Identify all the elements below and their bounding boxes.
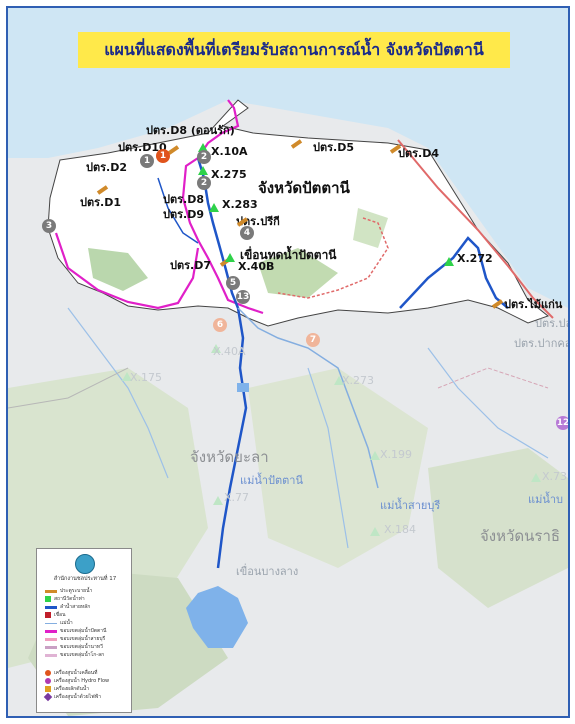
dam-label-banglang: เขื่อนบางลาง [236,565,299,578]
station-label-x77: X.77 [224,491,250,504]
gate-label-d5: ปตร.D5 [313,141,354,154]
station-triangle-icon [213,496,223,505]
gate-label-d4: ปตร.D4 [398,147,439,160]
station-triangle-icon [370,527,380,536]
river-label-pattani: แม่น้ำปัตตานี [240,474,304,487]
marker-badge-13: 13 [236,290,250,304]
station-triangle-icon [198,166,208,175]
gate-label-mai-kaen: ปตร.ไม้แก่น [504,298,563,311]
rid-logo-icon [75,554,95,574]
station-label-x273: X.273 [342,374,375,387]
marker-badge-1-grey: 1 [140,154,154,168]
marker-badge-4: 4 [240,226,254,240]
marker-badge-3: 3 [42,219,56,233]
province-label-narathiwat: จังหวัดนราธิ [480,527,561,545]
legend-item: เครื่องสูบน้ำเคลื่อนที่ [54,670,98,676]
province-label-pattani: จังหวัดปัตตานี [258,179,350,197]
map-title: แผนที่แสดงพื้นที่เตรียมรับสถานการณ์น้ำ จ… [78,32,510,68]
station-triangle-icon [225,253,235,262]
station-triangle-icon [198,143,208,152]
gate-label-d8b: ปตร.D8 [163,193,204,206]
legend-item: ประตูระบายน้ำ [60,588,93,594]
station-triangle-icon [211,344,221,353]
legend-item: ขอบเขตลุ่มน้ำโก-ลก [60,652,105,658]
station-triangle-icon [370,451,380,460]
marker-badge-12: 12 [556,416,570,430]
gate-label-d10: ปตร.D10 [118,141,167,154]
map-legend: สำนักงานชลประทานที่ 17 ประตูระบายน้ำ สถา… [36,548,132,713]
legend-item: เครื่องผลักดันน้ำ [54,686,90,692]
legend-item: ขอบเขตลุ่มน้ำปัตตานี [60,628,107,634]
legend-item: แม่น้ำ [60,620,73,626]
gate-label-d8-donrak: ปตร.D8 (ดอนรัก) [146,124,235,137]
station-label-x199: X.199 [380,448,413,461]
gate-label-pak-khlong: ปตร.ปากคลอ [514,337,568,350]
marker-badge-7: 7 [306,333,320,347]
station-label-x283: X.283 [222,198,258,211]
station-label-x10a: X.10A [211,145,248,158]
map-canvas: แผนที่แสดงพื้นที่เตรียมรับสถานการณ์น้ำ จ… [6,6,570,718]
gate-label-pla: ปตร.ปลา [535,317,568,330]
station-label-x272: X.272 [457,252,493,265]
province-label-yala: จังหวัดยะลา [190,448,269,466]
legend-item: เครื่องสูบน้ำด้วยไฟฟ้า [54,694,102,700]
marker-badge-5: 5 [226,276,240,290]
station-triangle-icon [209,203,219,212]
river-label-saiburi: แม่น้ำสายบุรี [380,499,441,512]
legend-item: ขอบเขตลุ่มน้ำสายบุรี [60,636,106,642]
station-label-x175: X.175 [130,371,163,384]
marker-badge-6: 6 [213,318,227,332]
station-label-x184: X.184 [384,523,417,536]
station-triangle-icon [444,257,454,266]
gate-label-d1: ปตร.D1 [80,196,121,209]
marker-badge-2: 2 [197,150,211,164]
river-label-bang: แม่น้ำบ [528,493,564,506]
marker-badge-1: 1 [156,149,170,163]
map-base [8,99,568,716]
legend-org: สำนักงานชลประทานที่ 17 [53,576,117,582]
legend-item: เครื่องสูบน้ำ Hydro Flow [54,678,110,684]
legend-item: ขอบเขตลุ่มน้ำนาทวี [60,644,103,650]
station-label-x40b: X.40B [238,260,275,273]
legend-item: เขื่อน [54,612,66,618]
legend-item: ลำน้ำสายหลัก [60,604,91,610]
station-triangle-icon [122,372,132,381]
marker-badge-2b: 2 [197,176,211,190]
station-label-x40a: X.40A [213,345,246,358]
station-triangle-icon [531,473,541,482]
gate-label-d2: ปตร.D2 [86,161,127,174]
weir-label-pattani: เขื่อนทดน้ำปัตตานี [240,248,337,262]
gate-label-d7: ปตร.D7 [170,259,211,272]
gate-label-d9: ปตร.D9 [163,208,204,221]
station-triangle-icon [334,376,344,385]
station-label-x73: X.73 [542,470,568,483]
station-label-x275: X.275 [211,168,247,181]
legend-item: สถานีวัดน้ำท่า [54,596,85,602]
